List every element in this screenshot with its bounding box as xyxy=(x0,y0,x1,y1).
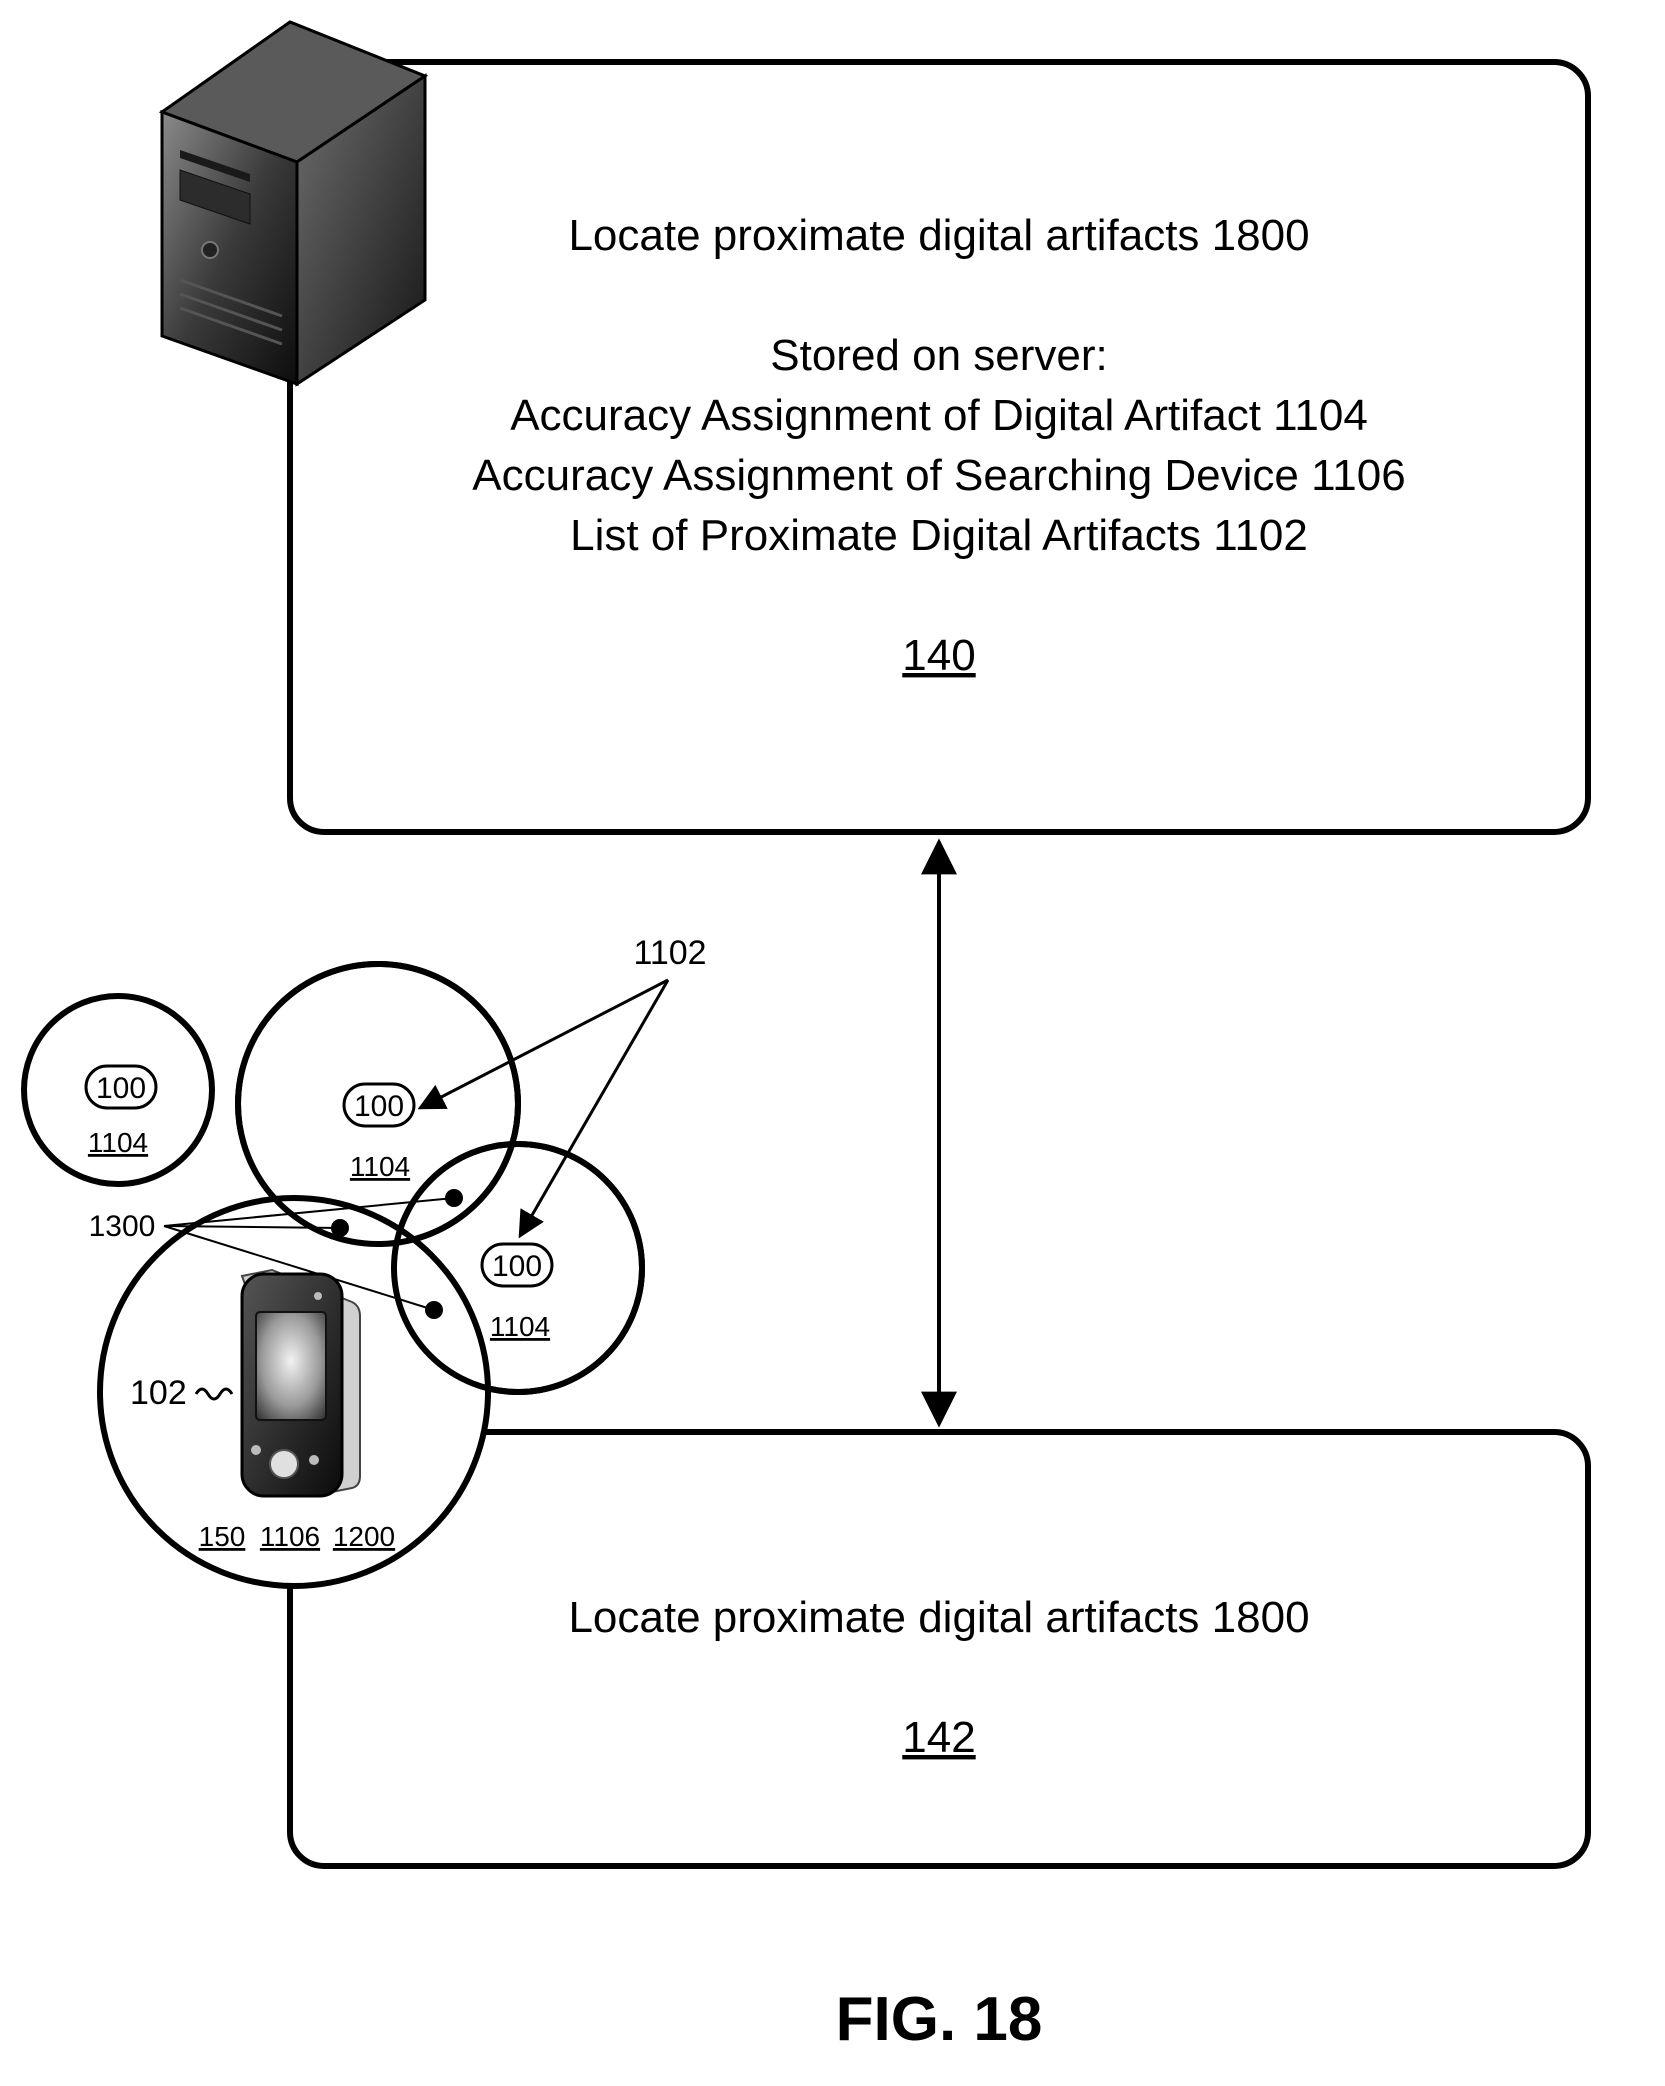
overlap-callout-label: 1300 xyxy=(89,1210,156,1243)
server-box-frame xyxy=(290,62,1588,832)
artifact-3: 100 1104 xyxy=(482,1244,552,1342)
server-box-line: Accuracy Assignment of Searching Device … xyxy=(472,451,1405,500)
server-box-line: Accuracy Assignment of Digital Artifact … xyxy=(510,391,1368,440)
device-ref: 150 xyxy=(199,1521,246,1552)
device-label: 102 xyxy=(130,1374,187,1412)
artifact-label: 100 xyxy=(354,1090,404,1123)
artifact-ref: 1104 xyxy=(490,1311,550,1342)
handheld-device-icon xyxy=(242,1270,360,1496)
list-callout: 1102 xyxy=(420,934,707,1236)
list-callout-label: 1102 xyxy=(633,934,706,972)
device-box-ref: 142 xyxy=(902,1713,975,1762)
artifact-label: 100 xyxy=(96,1072,146,1105)
overlap-point xyxy=(445,1189,463,1207)
overlap-point xyxy=(331,1219,349,1237)
artifact-ref: 1104 xyxy=(350,1151,410,1182)
server-box-stored-heading: Stored on server: xyxy=(770,331,1108,380)
server-box: Locate proximate digital artifacts 1800 … xyxy=(290,62,1588,832)
device-box-frame xyxy=(290,1432,1588,1866)
artifact-2: 100 1104 xyxy=(344,1084,414,1182)
device-box-title: Locate proximate digital artifacts 1800 xyxy=(568,1593,1309,1642)
server-box-title: Locate proximate digital artifacts 1800 xyxy=(568,211,1309,260)
server-box-ref: 140 xyxy=(902,631,975,680)
artifact-label: 100 xyxy=(492,1250,542,1283)
figure-label: FIG. 18 xyxy=(836,1985,1043,2054)
artifact-ref: 1104 xyxy=(88,1127,148,1158)
overlap-point xyxy=(425,1301,443,1319)
device-ref: 1106 xyxy=(260,1521,320,1552)
server-box-line: List of Proximate Digital Artifacts 1102 xyxy=(570,511,1308,560)
device-box: Locate proximate digital artifacts 1800 … xyxy=(290,1432,1588,1866)
device-ref: 1200 xyxy=(333,1521,395,1552)
